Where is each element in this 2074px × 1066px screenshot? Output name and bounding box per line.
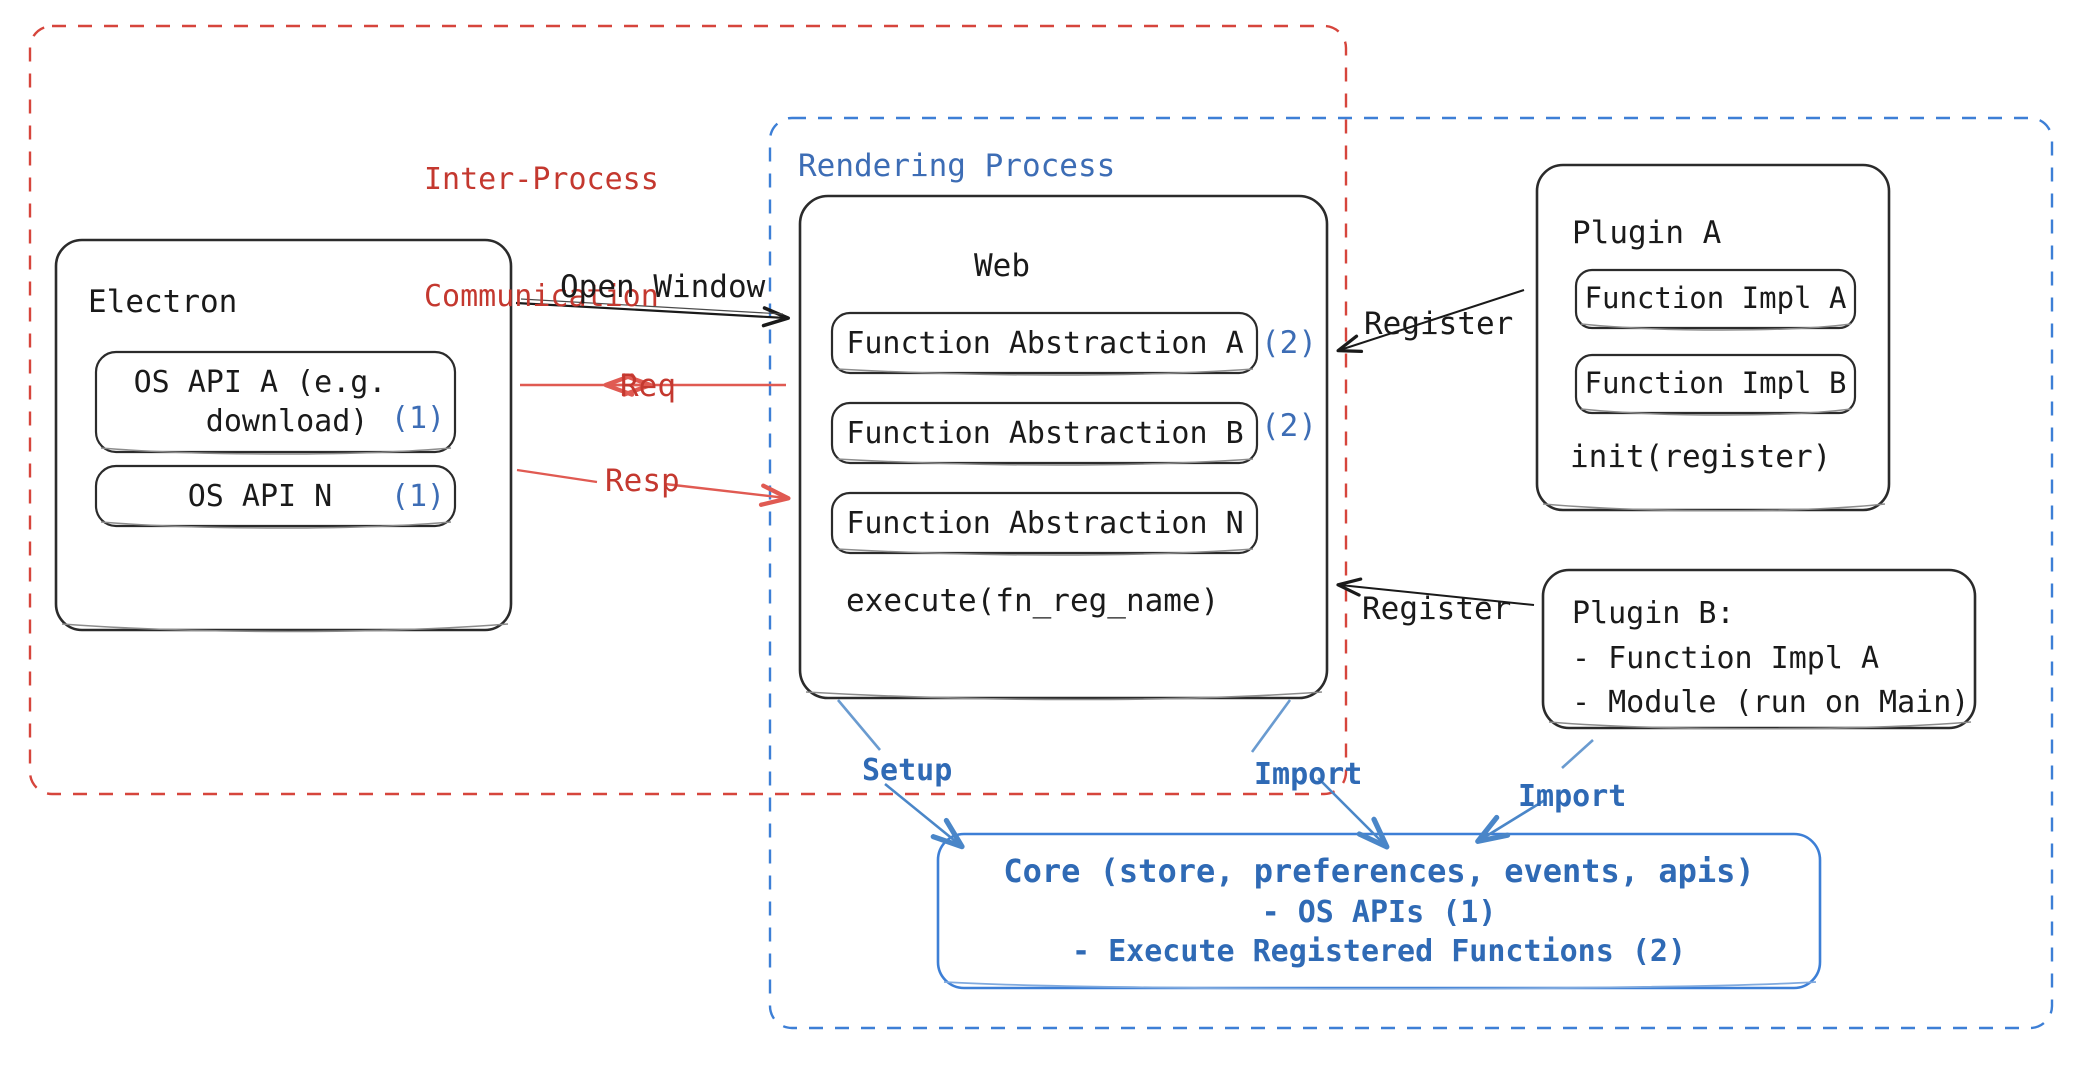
arrow-label-req: Req <box>620 368 676 404</box>
function-impl-a-label: Function Impl A <box>1584 281 1847 316</box>
arrow-label-register-plugin-a: Register <box>1364 306 1514 342</box>
rendering-process-label: Rendering Process <box>798 148 1116 184</box>
arrow-label-resp: Resp <box>605 463 680 499</box>
function-abstraction-a-tag: (2) <box>1261 324 1317 361</box>
ipc-region-label-line1: Inter-Process <box>424 162 659 197</box>
plugin-a-footer-init: init(register) <box>1570 438 1832 475</box>
core-line-1: Core (store, preferences, events, apis) <box>1003 852 1755 891</box>
core-line-2: - OS APIs (1) <box>1261 894 1497 930</box>
arrow-label-open-window: Open Window <box>560 269 766 305</box>
os-api-n-tag: (1) <box>390 478 446 514</box>
function-abstraction-n-label: Function Abstraction N <box>846 505 1244 541</box>
ipc-region-label: Inter-Process Communication <box>424 82 659 394</box>
arrow-label-import-plugin-b: Import <box>1518 779 1627 814</box>
web-title: Web <box>974 247 1030 284</box>
core-box-text: Core (store, preferences, events, apis) … <box>938 848 1820 974</box>
web-footer-execute: execute(fn_reg_name) <box>846 582 1220 619</box>
os-api-a-label-line2: download) <box>151 404 369 439</box>
plugin-a-title: Plugin A <box>1572 214 1722 251</box>
function-abstraction-b-tag: (2) <box>1261 407 1317 444</box>
core-line-3: - Execute Registered Functions (2) <box>1071 934 1687 970</box>
arrow-label-register-plugin-b: Register <box>1362 591 1512 627</box>
arrow-label-setup: Setup <box>862 753 953 788</box>
os-api-n-label: OS API N <box>187 478 333 514</box>
os-api-a-label-line1: OS API A (e.g. <box>133 365 387 400</box>
plugin-b-line-2: - Module (run on Main) <box>1572 684 1970 720</box>
function-abstraction-a-label: Function Abstraction A <box>846 325 1244 361</box>
arrow-label-import-web: Import <box>1254 757 1363 792</box>
os-api-a-label: OS API A (e.g. download) <box>110 356 410 448</box>
ipc-region-label-line2: Communication <box>424 279 659 314</box>
os-api-a-tag: (1) <box>390 400 446 436</box>
function-impl-b-label: Function Impl B <box>1584 366 1847 401</box>
plugin-b-title: Plugin B: <box>1572 595 1735 631</box>
electron-title: Electron <box>88 283 238 320</box>
function-abstraction-b-label: Function Abstraction B <box>846 415 1244 451</box>
plugin-b-line-1: - Function Impl A <box>1572 640 1880 676</box>
